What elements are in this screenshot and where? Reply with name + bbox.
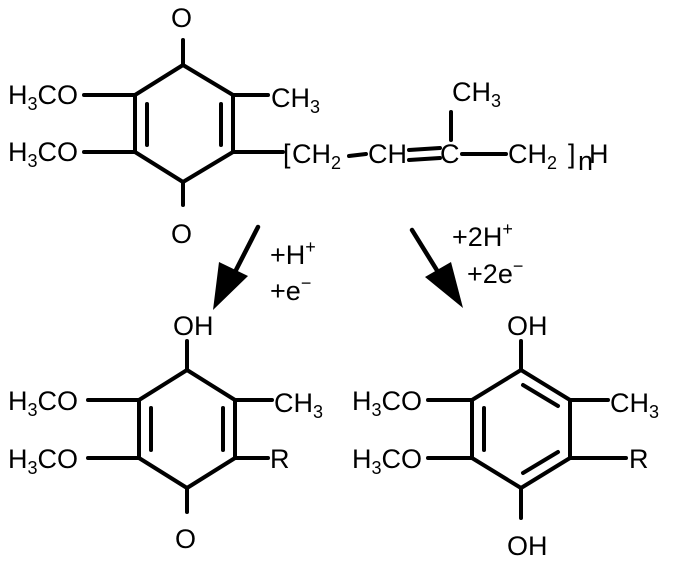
methoxy-group-1: H3CO <box>8 386 78 420</box>
hydroxyl-group-bottom: OH <box>507 531 548 561</box>
left-reagent-line-1: +H+ <box>270 237 316 270</box>
arrow-head <box>213 262 248 310</box>
arrow-shaft <box>232 224 261 275</box>
r-group: R <box>270 444 290 474</box>
bond <box>137 456 189 490</box>
bond-chain-double-a <box>407 146 442 152</box>
bond <box>133 63 185 97</box>
bond <box>181 150 235 184</box>
bond-aromatic-inner <box>521 383 560 408</box>
carbonyl-oxygen-top: O <box>171 3 192 33</box>
methoxy-group-1: H3CO <box>352 386 422 420</box>
right-reagent-line-2: +2e− <box>467 256 523 289</box>
chain-c: C <box>440 139 460 169</box>
methyl-group: CH3 <box>271 83 320 117</box>
chain-ch2-a: CH2 <box>292 139 341 173</box>
bond <box>470 456 523 490</box>
carbonyl-oxygen-bottom: O <box>171 219 192 249</box>
bond <box>133 150 185 184</box>
hydroquinone-structure: OH H3CO H3CO CH3 R OH <box>352 311 659 561</box>
isoprenoid-chain: [ CH2 CH C CH3 CH2 ] n H <box>283 77 609 176</box>
ring-bonds <box>82 38 285 207</box>
right-reagent-line-1: +2H+ <box>452 219 513 252</box>
bond <box>519 368 572 402</box>
bond <box>519 456 572 490</box>
chain-ch: CH <box>368 139 407 169</box>
reaction-arrow-left <box>213 224 261 310</box>
chain-subscript-n: n <box>578 146 593 176</box>
methoxy-group-2: H3CO <box>352 444 422 478</box>
chain-bracket-open: [ <box>283 139 291 169</box>
r-group: R <box>629 444 649 474</box>
methoxy-group-2: H3CO <box>8 444 78 478</box>
arrow-head <box>425 262 463 308</box>
left-reagent-line-2: +e− <box>270 273 311 306</box>
bond <box>181 63 235 97</box>
hydroxyl-group: OH <box>173 311 214 341</box>
chain-ch2-b: CH2 <box>508 139 557 173</box>
methoxy-group-1: H3CO <box>8 80 78 114</box>
ubiquinone-structure: O O H3CO H3CO CH3 [ CH2 CH C CH3 CH2 ] n… <box>8 3 609 249</box>
carbonyl-oxygen: O <box>175 524 196 554</box>
bond-aromatic-inner <box>521 450 560 475</box>
methoxy-group-2: H3CO <box>8 137 78 171</box>
semiquinone-structure: OH H3CO H3CO CH3 R O <box>8 311 323 554</box>
reaction-arrow-right <box>409 227 463 308</box>
bond-chain-double-b <box>407 156 442 162</box>
chain-branch-methyl: CH3 <box>452 77 501 111</box>
bond <box>185 456 237 490</box>
arrow-shaft <box>409 227 441 275</box>
methyl-group: CH3 <box>610 388 659 422</box>
bond-chain-single <box>347 152 368 158</box>
bond <box>470 368 523 402</box>
bond <box>185 368 237 402</box>
chain-bracket-close: ] <box>568 139 576 169</box>
hydroxyl-group-top: OH <box>507 311 548 341</box>
bond <box>137 368 189 402</box>
chain-terminal-h: H <box>589 139 609 169</box>
methyl-group: CH3 <box>274 388 323 422</box>
